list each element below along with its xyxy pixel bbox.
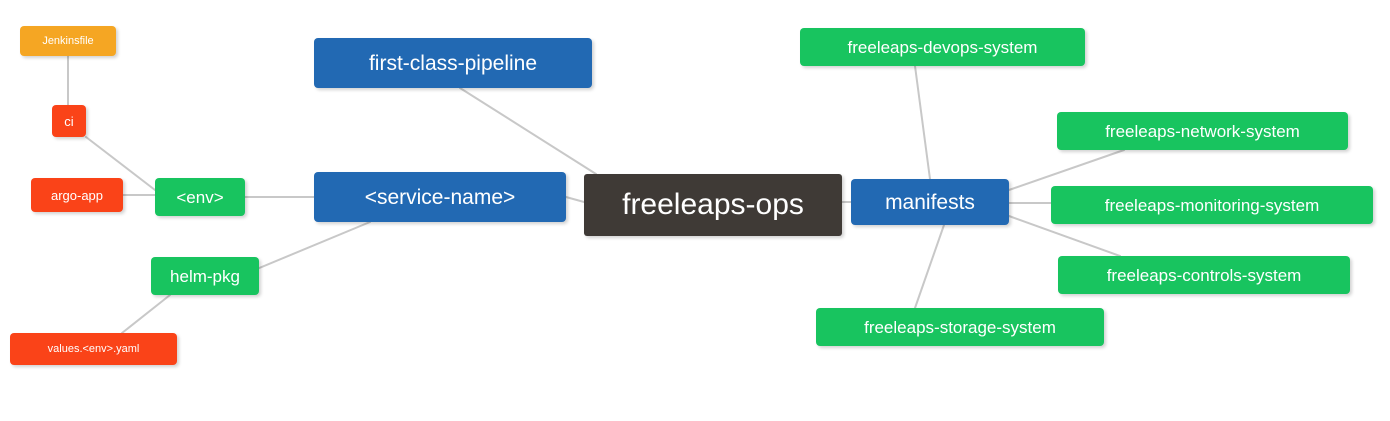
mindmap-node-label: <env> (176, 187, 224, 207)
mindmap-node-label: freeleaps-devops-system (847, 37, 1038, 57)
mindmap-node-label: freeleaps-ops (622, 188, 804, 221)
mindmap-node-label: manifests (885, 190, 975, 214)
mindmap-node-network[interactable]: freeleaps-network-system (1057, 112, 1348, 150)
edge-service-to-helmpkg (239, 221, 371, 277)
edge-env-to-ci (85, 136, 156, 191)
mindmap-node-ci[interactable]: ci (52, 105, 86, 137)
edge-manifests-to-controls (1008, 215, 1121, 257)
edge-manifests-to-storage (914, 224, 945, 309)
mindmap-node-service[interactable]: <service-name> (314, 172, 566, 222)
mindmap-node-label: helm-pkg (170, 266, 240, 286)
mindmap-node-devops[interactable]: freeleaps-devops-system (800, 28, 1085, 66)
mindmap-node-label: argo-app (50, 187, 104, 203)
mindmap-node-label: freeleaps-storage-system (864, 317, 1056, 337)
edge-root-to-pipeline (459, 87, 597, 175)
mindmap-node-monitoring[interactable]: freeleaps-monitoring-system (1051, 186, 1373, 224)
mindmap-node-label: <service-name> (364, 185, 516, 209)
mindmap-node-root[interactable]: freeleaps-ops (584, 174, 842, 236)
mindmap-node-label: freeleaps-monitoring-system (1104, 195, 1320, 215)
mindmap-node-jenkinsfile[interactable]: Jenkinsfile (20, 26, 116, 56)
mindmap-node-valuesyaml[interactable]: values.<env>.yaml (10, 333, 177, 365)
mindmap-node-controls[interactable]: freeleaps-controls-system (1058, 256, 1350, 294)
mindmap-node-pipeline[interactable]: first-class-pipeline (314, 38, 592, 88)
mindmap-node-argoapp[interactable]: argo-app (31, 178, 123, 212)
edge-manifests-to-devops (914, 65, 931, 180)
mindmap-node-storage[interactable]: freeleaps-storage-system (816, 308, 1104, 346)
edge-manifests-to-network (1008, 149, 1125, 191)
edge-root-to-service (565, 196, 585, 203)
mindmap-node-helmpkg[interactable]: helm-pkg (151, 257, 259, 295)
mindmap-node-label: ci (64, 113, 74, 129)
mindmap-node-label: freeleaps-controls-system (1106, 265, 1302, 285)
mindmap-node-env[interactable]: <env> (155, 178, 245, 216)
mindmap-node-label: Jenkinsfile (42, 34, 94, 47)
mindmap-node-manifests[interactable]: manifests (851, 179, 1009, 225)
mindmap-node-label: values.<env>.yaml (47, 342, 140, 355)
mindmap-node-label: first-class-pipeline (368, 51, 538, 75)
mindmap-node-label: freeleaps-network-system (1105, 121, 1300, 141)
edge-helmpkg-to-valuesyaml (121, 294, 171, 334)
